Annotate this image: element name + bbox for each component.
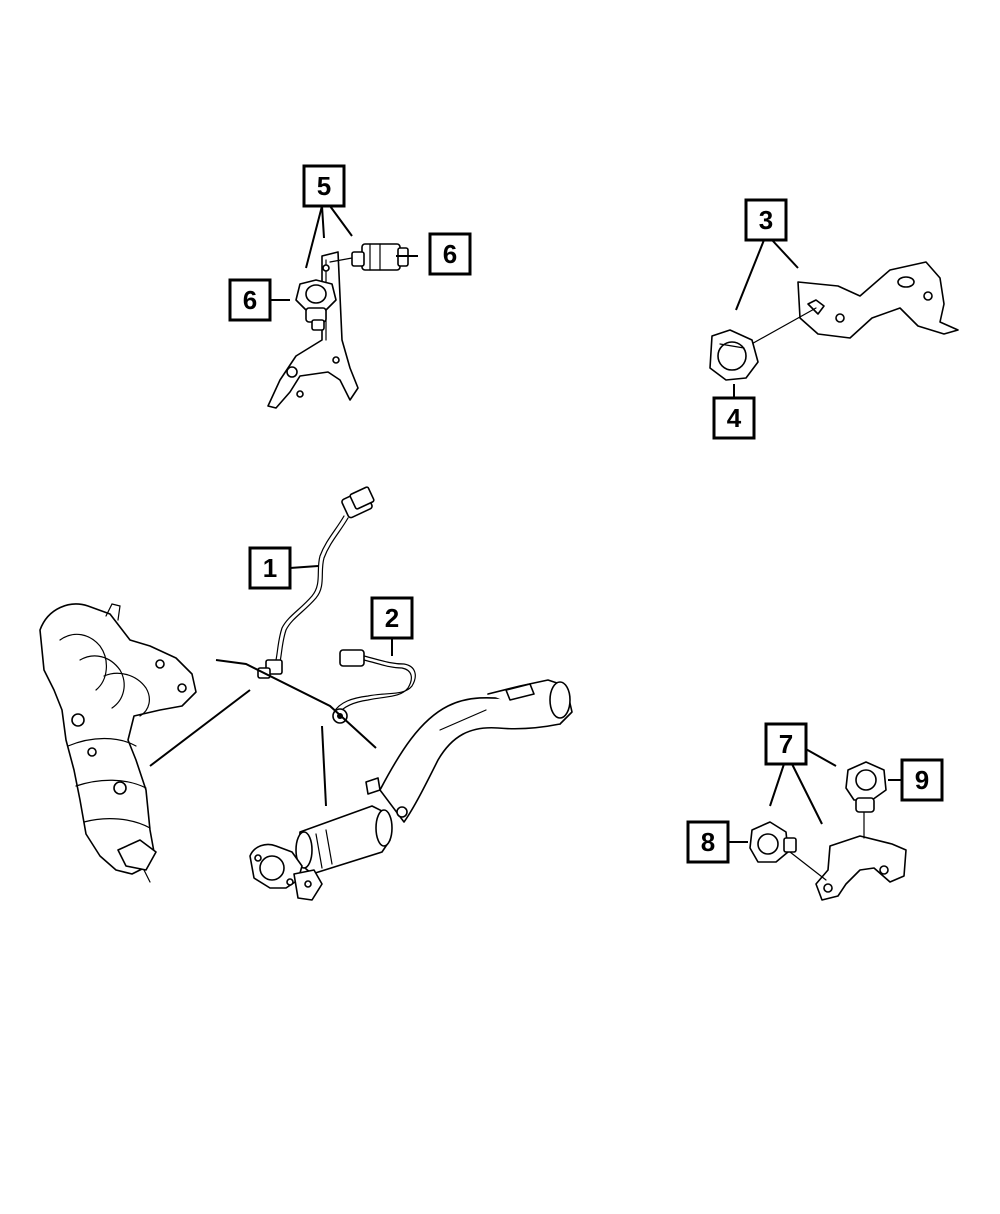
callout-8-label: 8 xyxy=(701,827,715,857)
callout-9-label: 9 xyxy=(915,765,929,795)
callout-6-right-label: 6 xyxy=(443,239,457,269)
bracket-clip-assembly-right xyxy=(709,261,959,381)
callout-6-left-label: 6 xyxy=(243,285,257,315)
callout-4: 4 xyxy=(712,396,756,440)
callout-2-label: 2 xyxy=(385,603,399,633)
callout-6-left: 6 xyxy=(228,278,272,322)
callout-7: 7 xyxy=(764,722,808,766)
callout-4-label: 4 xyxy=(727,403,742,433)
callout-9: 9 xyxy=(900,758,944,802)
callout-8: 8 xyxy=(686,820,730,864)
callout-6-right: 6 xyxy=(428,232,472,276)
callout-5: 5 xyxy=(302,164,346,208)
exhaust-manifold-converter xyxy=(39,603,197,883)
bracket-clip-assembly-lower xyxy=(749,761,907,901)
oxygen-sensor-downstream xyxy=(332,649,416,724)
leader-lines xyxy=(149,205,902,843)
oxygen-sensor-upstream xyxy=(257,486,375,679)
callout-7-label: 7 xyxy=(779,729,793,759)
callout-3-label: 3 xyxy=(759,205,773,235)
sensor-bracket-assembly-top xyxy=(267,243,409,409)
exhaust-pipe-resonator xyxy=(249,679,573,901)
callout-1: 1 xyxy=(248,546,292,590)
callout-5-label: 5 xyxy=(317,171,331,201)
callout-3: 3 xyxy=(744,198,788,242)
callout-1-label: 1 xyxy=(263,553,277,583)
callout-2: 2 xyxy=(370,596,414,640)
